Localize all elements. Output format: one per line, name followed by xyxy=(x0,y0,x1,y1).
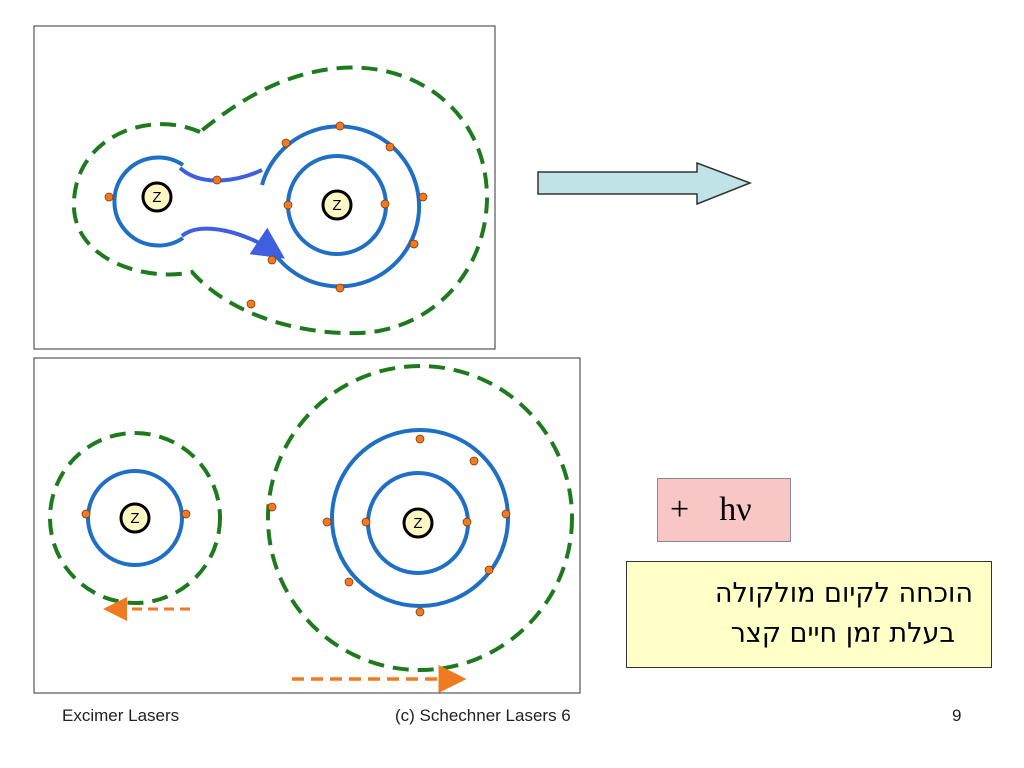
molecule-electron-cloud xyxy=(71,65,490,336)
nucleus-small-molecule: Z xyxy=(141,181,173,213)
small-atom-orbit xyxy=(86,469,184,567)
nucleus-label: Z xyxy=(130,510,139,527)
plus-sign: + xyxy=(670,491,690,528)
caption-line-1: הוכחה לקיום מולקולה xyxy=(714,578,973,609)
caption-line-2: בעלת זמן חיים קצר xyxy=(730,618,955,649)
electron xyxy=(484,565,494,575)
small-atom-electron-cloud xyxy=(48,431,222,605)
electron xyxy=(469,456,479,466)
electron xyxy=(415,434,425,444)
electron xyxy=(501,509,511,519)
electron xyxy=(81,509,91,519)
electron xyxy=(283,200,293,210)
electron xyxy=(335,283,345,293)
bond-lower xyxy=(180,226,285,259)
nucleus-large-molecule: Z xyxy=(321,189,353,221)
photon-emission-box: + hν xyxy=(657,478,791,542)
footer-left: Excimer Lasers xyxy=(62,706,180,725)
electron xyxy=(267,502,277,512)
electron xyxy=(212,175,222,185)
electron xyxy=(267,255,277,265)
nucleus-label: Z xyxy=(413,515,422,532)
electron xyxy=(409,239,419,249)
electron xyxy=(344,577,354,587)
large-atom-outer-orbit xyxy=(260,124,422,289)
nucleus-label: Z xyxy=(152,189,161,206)
electron xyxy=(246,299,256,309)
footer-center: (c) Schechner Lasers 6 xyxy=(395,706,571,725)
electron xyxy=(361,517,371,527)
nucleus-small-atom: Z xyxy=(119,502,151,534)
large-atom-electron-cloud xyxy=(266,364,574,672)
electron xyxy=(335,121,345,131)
nucleus-label: Z xyxy=(332,197,341,214)
nucleus-large-atom: Z xyxy=(402,507,434,539)
transition-arrow xyxy=(537,161,753,206)
page-number: 9 xyxy=(952,706,962,725)
electron xyxy=(462,517,472,527)
molecule-electrons xyxy=(104,121,428,309)
caption-box: הוכחה לקיום מולקולה בעלת זמן חיים קצר xyxy=(626,561,992,668)
electron xyxy=(380,199,390,209)
electron xyxy=(385,142,395,152)
small-atom-orbit xyxy=(112,155,185,248)
bond-upper xyxy=(178,166,263,183)
electron xyxy=(104,192,114,202)
dissociated-panel xyxy=(33,357,581,694)
electron xyxy=(415,607,425,617)
electron xyxy=(418,192,428,202)
photon-symbol: hν xyxy=(719,491,752,528)
large-atom-outer-orbit xyxy=(330,428,510,608)
electron xyxy=(181,509,191,519)
molecule-panel xyxy=(33,25,496,350)
electron xyxy=(281,138,291,148)
dissociated-electrons xyxy=(81,434,511,617)
electron xyxy=(322,517,332,527)
